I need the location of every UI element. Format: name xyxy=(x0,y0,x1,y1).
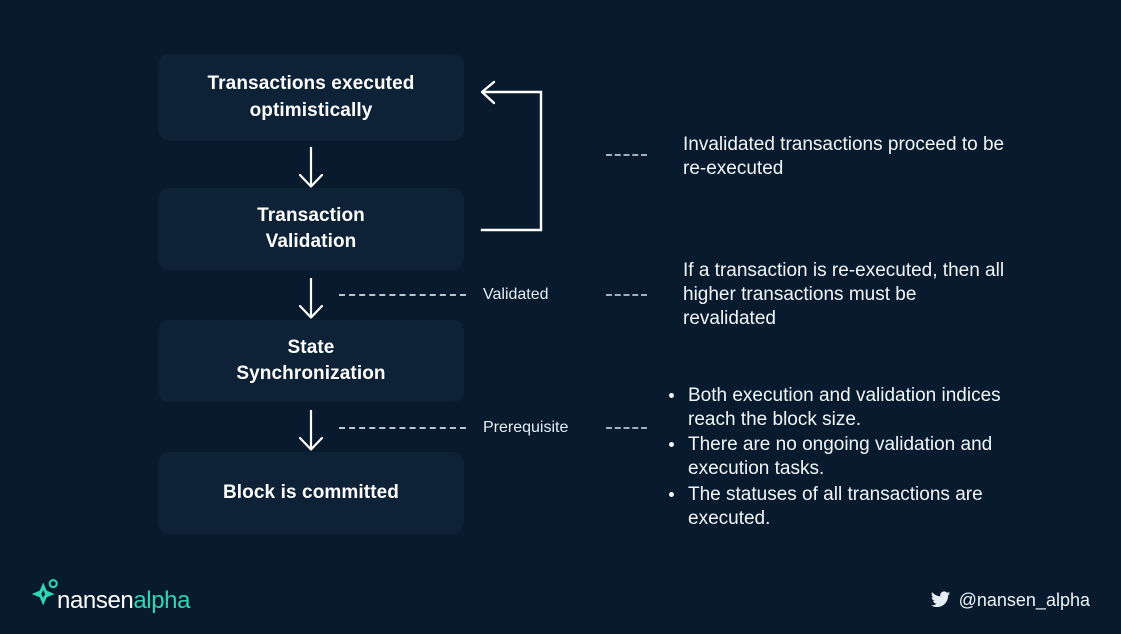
loop-arrow-icon xyxy=(474,80,558,240)
commit-prerequisite-list: Both execution and validation indices re… xyxy=(664,384,1014,531)
arrow-down-icon xyxy=(292,408,330,452)
dashed-connector-invalidated-note xyxy=(606,154,647,156)
arrow-down-icon xyxy=(292,145,330,189)
twitter-handle-text[interactable]: @nansen_alpha xyxy=(958,589,1090,610)
twitter-icon[interactable] xyxy=(930,589,951,610)
note-invalidated-transactions: Invalidated transactions proceed to be r… xyxy=(683,134,1005,180)
dashed-connector-validated-note xyxy=(606,294,647,296)
note-revalidation-rule: If a transaction is re-executed, then al… xyxy=(683,260,1005,330)
edge-label-prerequisite: Prerequisite xyxy=(483,419,569,436)
dashed-connector-validated xyxy=(339,294,466,296)
dashed-connector-prerequisite xyxy=(339,427,466,429)
twitter-handle-group[interactable]: @nansen_alpha xyxy=(930,589,1090,610)
dashed-connector-prerequisite-note xyxy=(606,427,647,429)
nansen-alpha-logo: nansen alpha xyxy=(30,575,190,619)
note-commit-prerequisites: Both execution and validation indices re… xyxy=(664,384,1014,532)
list-item: Both execution and validation indices re… xyxy=(686,384,1014,432)
list-item: The statuses of all transactions are exe… xyxy=(686,483,1014,531)
flow-box-block-is-committed: Block is committed xyxy=(158,452,464,534)
nansen-star-icon xyxy=(31,579,58,606)
logo-word-nansen: nansen xyxy=(57,587,134,614)
arrow-down-icon xyxy=(292,276,330,320)
logo-word-alpha: alpha xyxy=(133,587,191,614)
list-item: There are no ongoing validation and exec… xyxy=(686,433,1014,481)
edge-label-validated: Validated xyxy=(483,286,549,303)
